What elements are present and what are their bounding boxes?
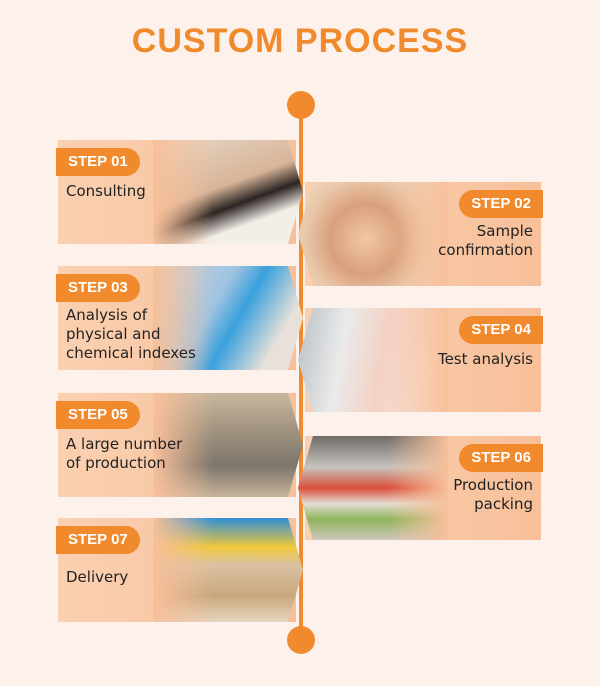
consulting-photo [153, 140, 303, 244]
factory-photo [153, 393, 303, 497]
step-badge: STEP 02 [459, 190, 543, 218]
step-text: A large number of production [66, 435, 183, 472]
step-card-6: STEP 06 Production packing [298, 436, 543, 540]
step-text: Analysis of physical and chemical indexe… [66, 306, 196, 362]
sample-photo [298, 182, 448, 286]
step-badge: STEP 06 [459, 444, 543, 472]
timeline-line [299, 104, 303, 640]
step-text: Test analysis [437, 350, 533, 368]
step-text: Delivery [66, 568, 129, 586]
page-title: CUSTOM PROCESS [131, 22, 469, 60]
step-badge: STEP 07 [56, 526, 140, 554]
step-badge: STEP 05 [56, 401, 140, 429]
step-badge: STEP 01 [56, 148, 140, 176]
step-card-3: STEP 03 Analysis of physical and chemica… [56, 266, 303, 370]
timeline-dot-top [287, 91, 315, 119]
step-card-4: STEP 04 Test analysis [298, 308, 543, 412]
step-card-2: STEP 02 Sample confirmation [298, 182, 543, 286]
step-card-1: STEP 01 Consulting [56, 140, 303, 244]
lab-photo [153, 266, 303, 370]
warehouse-photo [153, 518, 303, 622]
step-badge: STEP 04 [459, 316, 543, 344]
step-badge: STEP 03 [56, 274, 140, 302]
step-card-7: STEP 07 Delivery [56, 518, 303, 622]
microscope-photo [298, 308, 448, 412]
packing-photo [298, 436, 448, 540]
step-text: Consulting [66, 182, 146, 200]
step-card-5: STEP 05 A large number of production [56, 393, 303, 497]
step-text: Production packing [453, 476, 533, 513]
step-text: Sample confirmation [438, 222, 533, 259]
timeline-dot-bottom [287, 626, 315, 654]
